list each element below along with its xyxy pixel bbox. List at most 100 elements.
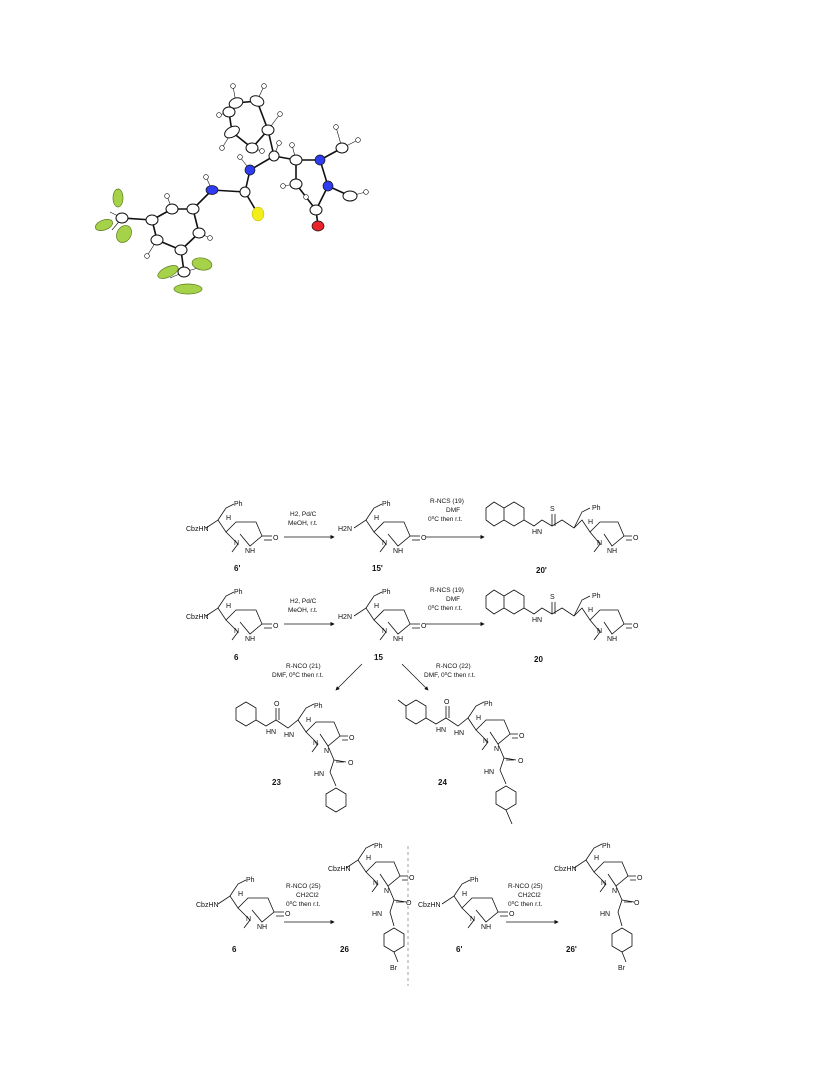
label-o: O (348, 760, 354, 767)
label-n: N (382, 540, 387, 547)
label-o: O (349, 735, 355, 742)
cond-ncs-1c: 0⁰C then r.t. (428, 515, 463, 523)
label-h: H (238, 891, 243, 898)
label-h: H (462, 891, 467, 898)
cond-nco25-1a: R-NCO (25) (286, 883, 321, 890)
row-2: CbzHN Ph H N NH O 6 H2, Pd/C MeOH, r.t. … (186, 587, 639, 664)
molecule-24: O HN HN Ph H N N O O HN (397, 699, 525, 825)
label-n: N (483, 738, 488, 745)
cond-h2-2a: H2, Pd/C (290, 598, 317, 605)
compound-23: 23 (272, 778, 281, 787)
compound-20: 20 (534, 655, 543, 664)
cond-nco25-2a: R-NCO (25) (508, 883, 543, 890)
cond-nco21-a: R-NCO (21) (286, 663, 321, 670)
label-nh: NH (607, 548, 617, 555)
label-ph: Ph (602, 843, 611, 850)
label-nh: NH (607, 636, 617, 643)
label-ph: Ph (246, 877, 255, 884)
label-o: O (409, 875, 415, 882)
label-h: H (374, 603, 379, 610)
label-n: N (384, 888, 389, 895)
label-cbzhn: CbzHN (186, 614, 209, 621)
label-h: H (226, 603, 231, 610)
label-hn: HN (484, 769, 494, 776)
label-ph: Ph (382, 501, 391, 508)
label-cbzhn: CbzHN (328, 866, 351, 873)
label-o: O (406, 900, 412, 907)
label-ph: Ph (382, 589, 391, 596)
compound-6p: 6' (234, 564, 240, 573)
molecule-23: O HN HN Ph H N N O O HN (235, 701, 355, 813)
crystal-heteroatoms (205, 154, 334, 232)
label-o: O (444, 699, 450, 706)
label-h: H (588, 519, 593, 526)
cond-nco25-1b: CH2Cl2 (296, 892, 319, 899)
sulfur-atom (251, 206, 265, 222)
cond-nco25-2c: 0⁰C then r.t. (508, 900, 543, 908)
label-s: S (550, 506, 555, 513)
label-n: N (601, 880, 606, 887)
label-nh: NH (245, 636, 255, 643)
label-br: Br (390, 965, 398, 972)
label-h: H (226, 515, 231, 522)
molecule-15: H2N Ph H N NH O (338, 589, 427, 643)
cond-nco25-1c: 0⁰C then r.t. (286, 900, 321, 908)
crystal-fluorine-atoms (95, 188, 213, 295)
nitrogen-atom (205, 185, 219, 195)
nitrogen-atom (314, 154, 326, 166)
crystal-h-atoms (144, 83, 369, 259)
compound-6-b: 6 (232, 945, 237, 954)
label-o: O (519, 733, 525, 740)
label-n: N (246, 916, 251, 923)
oxygen-atom (311, 220, 325, 232)
molecule-15p: H2N Ph H N NH O (338, 501, 427, 555)
label-o: O (274, 701, 280, 708)
compound-24: 24 (438, 778, 447, 787)
label-o: O (273, 535, 279, 542)
label-hn: HN (532, 529, 542, 536)
label-hn: HN (454, 730, 464, 737)
label-o: O (273, 623, 279, 630)
molecule-26: CbzHN Ph H N N O O HN Br (328, 843, 415, 972)
label-hn: HN (372, 911, 382, 918)
label-hn: HN (266, 729, 276, 736)
compound-20p: 20' (536, 566, 547, 575)
label-nh: NH (257, 924, 267, 931)
label-n: N (494, 746, 499, 753)
label-cbzhn: CbzHN (196, 902, 219, 909)
compound-15p: 15' (372, 564, 383, 573)
label-cbzhn: CbzHN (418, 902, 441, 909)
label-n: N (382, 628, 387, 635)
label-h: H (594, 855, 599, 862)
label-n: N (470, 916, 475, 923)
row-1: CbzHN Ph H N NH O 6' H2, Pd/C MeOH, r.t.… (186, 498, 639, 575)
label-cbzhn: CbzHN (554, 866, 577, 873)
cond-ncs-2c: 0⁰C then r.t. (428, 604, 463, 612)
compound-6p-b: 6' (456, 945, 462, 954)
compound-26p: 26' (566, 945, 577, 954)
label-cbzhn: CbzHN (186, 526, 209, 533)
label-n: N (313, 740, 318, 747)
label-hn: HN (314, 771, 324, 778)
label-o: O (421, 535, 427, 542)
cond-nco25-2b: CH2Cl2 (518, 892, 541, 899)
cond-h2-1b: MeOH, r.t. (288, 520, 318, 527)
label-nh: NH (393, 636, 403, 643)
cond-ncs-1b: DMF (446, 507, 460, 514)
label-o: O (633, 535, 639, 542)
label-h2n: H2N (338, 526, 352, 533)
label-h: H (374, 515, 379, 522)
label-n: N (612, 888, 617, 895)
label-h2n: H2N (338, 614, 352, 621)
label-nh: NH (245, 548, 255, 555)
label-o: O (637, 875, 643, 882)
nitrogen-atom (322, 180, 334, 192)
molecule-6-b: CbzHN Ph H N NH O (196, 877, 291, 931)
label-nh: NH (481, 924, 491, 931)
cond-nco21-b: DMF, 0⁰C then r.t. (272, 671, 324, 679)
label-ph: Ph (470, 877, 479, 884)
compound-26: 26 (340, 945, 349, 954)
label-hn: HN (436, 727, 446, 734)
label-h: H (476, 715, 481, 722)
